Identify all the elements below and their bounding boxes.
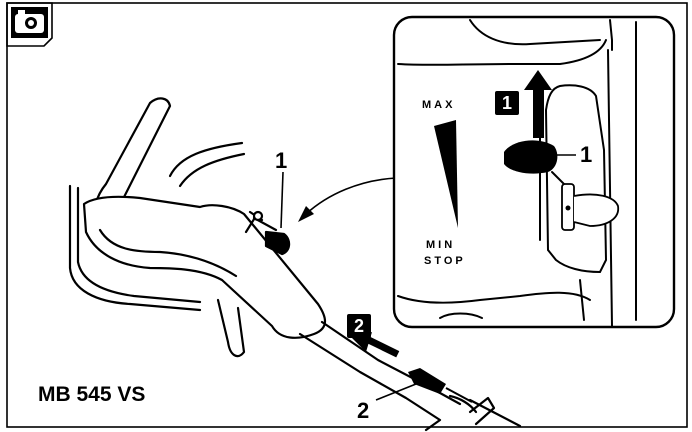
inset-part-number-label: 1: [580, 142, 593, 167]
inset-detail: [392, 15, 676, 329]
cable-connector: [408, 368, 473, 403]
min-label: MIN: [426, 239, 456, 251]
stop-label: STOP: [424, 255, 466, 267]
step-1-badge: 1: [495, 91, 519, 115]
connector-part-number-label: 2: [357, 398, 370, 423]
part-number-label: 1: [275, 148, 288, 173]
handle-drawing: [68, 97, 522, 432]
leader-line-2: [375, 383, 417, 401]
model-label: MB 545 VS: [38, 383, 146, 406]
step-2-badge: 2: [347, 314, 371, 338]
max-label: MAX: [422, 99, 456, 111]
outer-border: [6, 2, 688, 428]
camera-icon: [6, 2, 53, 47]
curved-arrow: [298, 177, 397, 222]
leader-line-1: [280, 171, 284, 229]
